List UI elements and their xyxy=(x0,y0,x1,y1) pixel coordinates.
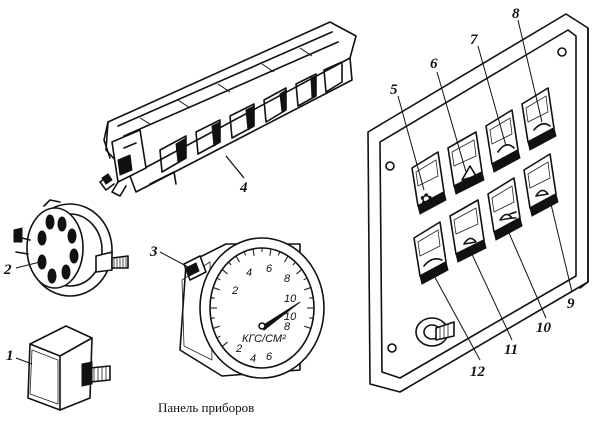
label-part-5: 5 xyxy=(390,82,398,98)
warning-triangle-icon xyxy=(461,165,477,181)
gauge-tick xyxy=(210,317,215,319)
label-part-10: 10 xyxy=(536,320,552,336)
gauge-tick xyxy=(309,297,314,299)
gauge-tick xyxy=(304,325,312,329)
panel-stud xyxy=(415,317,455,347)
pressure-gauge-part-3: 2 4 6 8 10 10 2 4 6 8 КГС/СМ² xyxy=(179,237,325,379)
relay-part-1 xyxy=(27,325,111,411)
gauge-tick xyxy=(252,248,255,256)
gauge-tick xyxy=(269,248,272,256)
label-part-8: 8 xyxy=(512,6,520,22)
gauge-tick xyxy=(277,251,281,256)
gauge-tick xyxy=(216,335,221,339)
rheostat-part-2 xyxy=(13,199,129,297)
rocker-switch-6 xyxy=(447,131,485,195)
fog-light-icon xyxy=(499,211,517,221)
gauge-tick xyxy=(303,277,308,281)
rocker-switch-10 xyxy=(487,177,523,241)
label-part-2: 2 xyxy=(3,262,12,278)
gauge-tick xyxy=(292,261,296,266)
label-part-3: 3 xyxy=(149,244,158,260)
switch-block-part-4 xyxy=(99,21,357,197)
rear-window-heater-icon xyxy=(423,258,443,267)
washer-icon xyxy=(533,122,551,131)
control-panel: ✿ xyxy=(367,13,589,393)
label-part-12: 12 xyxy=(470,364,486,380)
label-part-1: 1 xyxy=(6,348,14,364)
gauge-outer-4: 4 xyxy=(246,267,252,279)
gauge-tick xyxy=(221,269,228,275)
gauge-tick xyxy=(210,297,215,299)
gauge-tick xyxy=(296,269,303,275)
gauge-unit: КГС/СМ² xyxy=(242,333,286,345)
rocker-switch-7 xyxy=(485,109,521,173)
gauge-outer-8: 8 xyxy=(284,273,291,285)
rocker-switch-12 xyxy=(413,221,449,285)
gauge-tick xyxy=(228,261,232,266)
gauge-inner-4: 4 xyxy=(250,353,256,365)
gauge-tick xyxy=(221,341,228,347)
gauge-tick xyxy=(304,287,312,291)
label-part-6: 6 xyxy=(430,56,438,72)
gauge-outer-6: 6 xyxy=(266,263,273,275)
label-part-11: 11 xyxy=(504,342,518,358)
gauge-tick xyxy=(212,287,220,291)
label-part-9: 9 xyxy=(567,296,575,312)
rocker-switch-8 xyxy=(521,87,557,151)
fan-icon: ✿ xyxy=(420,192,433,208)
headlight-icon xyxy=(463,237,477,245)
gauge-tick xyxy=(284,255,289,263)
gauge-inner-8: 8 xyxy=(284,321,291,333)
gauge-inner-6: 6 xyxy=(266,351,273,363)
gauge-inner-mid-10: 10 xyxy=(284,311,297,323)
gauge-tick xyxy=(309,317,314,319)
dipped-beam-icon xyxy=(535,189,549,197)
gauge-tick xyxy=(216,277,221,281)
gauge-outer-10: 10 xyxy=(284,293,297,305)
label-part-4: 4 xyxy=(239,180,248,196)
gauge-inner-2: 2 xyxy=(235,343,242,355)
figure-caption: Панель приборов xyxy=(158,400,254,415)
rocker-switch-5: ✿ xyxy=(411,151,447,215)
gauge-tick xyxy=(243,251,247,256)
gauge-outer-2: 2 xyxy=(231,285,238,297)
rocker-switch-9 xyxy=(523,153,559,217)
gauge-tick xyxy=(212,325,220,329)
leader-lines xyxy=(15,19,573,365)
gauge-tick xyxy=(235,255,240,263)
label-part-7: 7 xyxy=(470,32,478,48)
